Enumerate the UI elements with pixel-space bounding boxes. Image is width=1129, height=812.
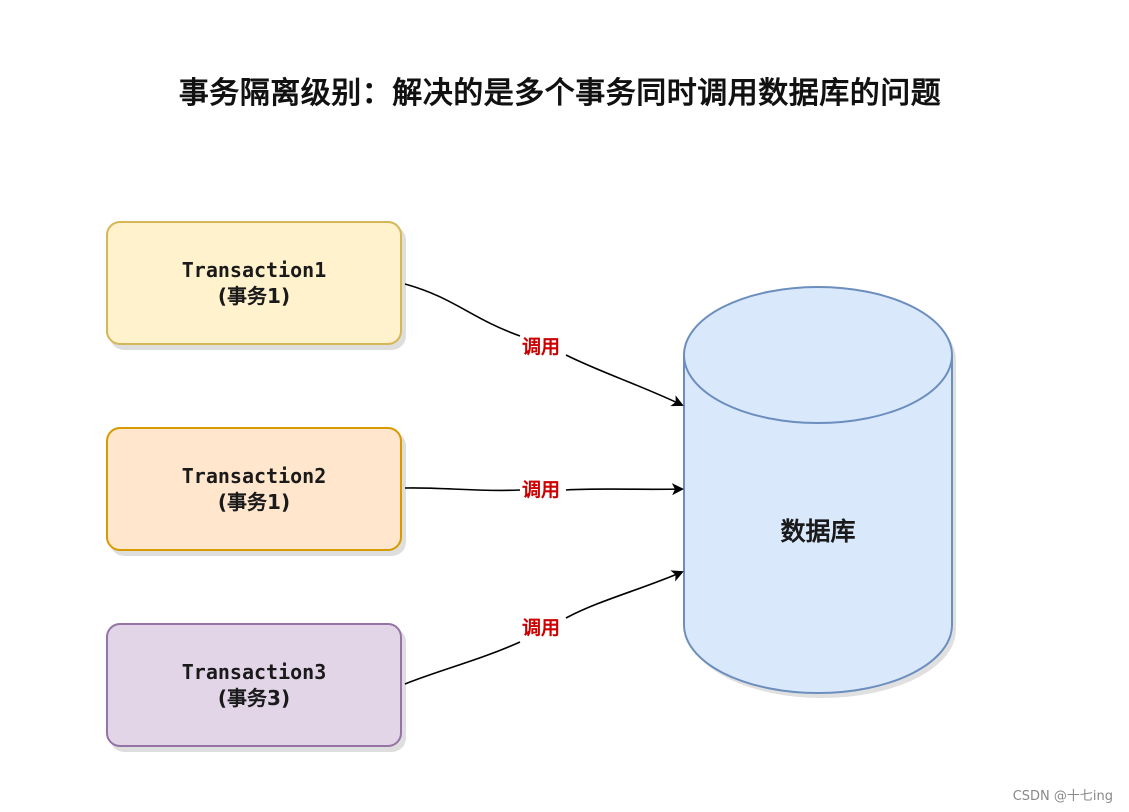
edge-transaction2-to-database xyxy=(404,488,682,491)
database-label: 数据库 xyxy=(780,517,856,546)
transaction3-name: Transaction3 xyxy=(181,660,327,684)
transaction3-box[interactable]: Transaction3 (事务3) xyxy=(106,623,402,747)
transaction2-box[interactable]: Transaction2 (事务1) xyxy=(106,427,402,551)
transaction1-name: Transaction1 xyxy=(181,258,327,282)
database-body xyxy=(683,286,953,694)
edge-label-2: 调用 xyxy=(520,479,563,501)
edge-transaction3-to-database xyxy=(404,572,682,685)
edge-label-1: 调用 xyxy=(520,336,563,358)
database-cylinder[interactable] xyxy=(683,286,953,694)
diagram-title: 事务隔离级别：解决的是多个事务同时调用数据库的问题 xyxy=(178,76,942,111)
transaction2-name: Transaction2 xyxy=(181,464,327,488)
transaction1-subtitle: (事务1) xyxy=(217,284,291,308)
transaction2-subtitle: (事务1) xyxy=(217,490,291,514)
edge-transaction1-to-database xyxy=(404,283,682,405)
transaction3-subtitle: (事务3) xyxy=(217,686,291,710)
edge-label-3: 调用 xyxy=(520,617,563,639)
transaction1-box[interactable]: Transaction1 (事务1) xyxy=(106,221,402,345)
watermark: CSDN @十七ing xyxy=(1012,789,1113,804)
database-top-rim xyxy=(683,354,953,424)
